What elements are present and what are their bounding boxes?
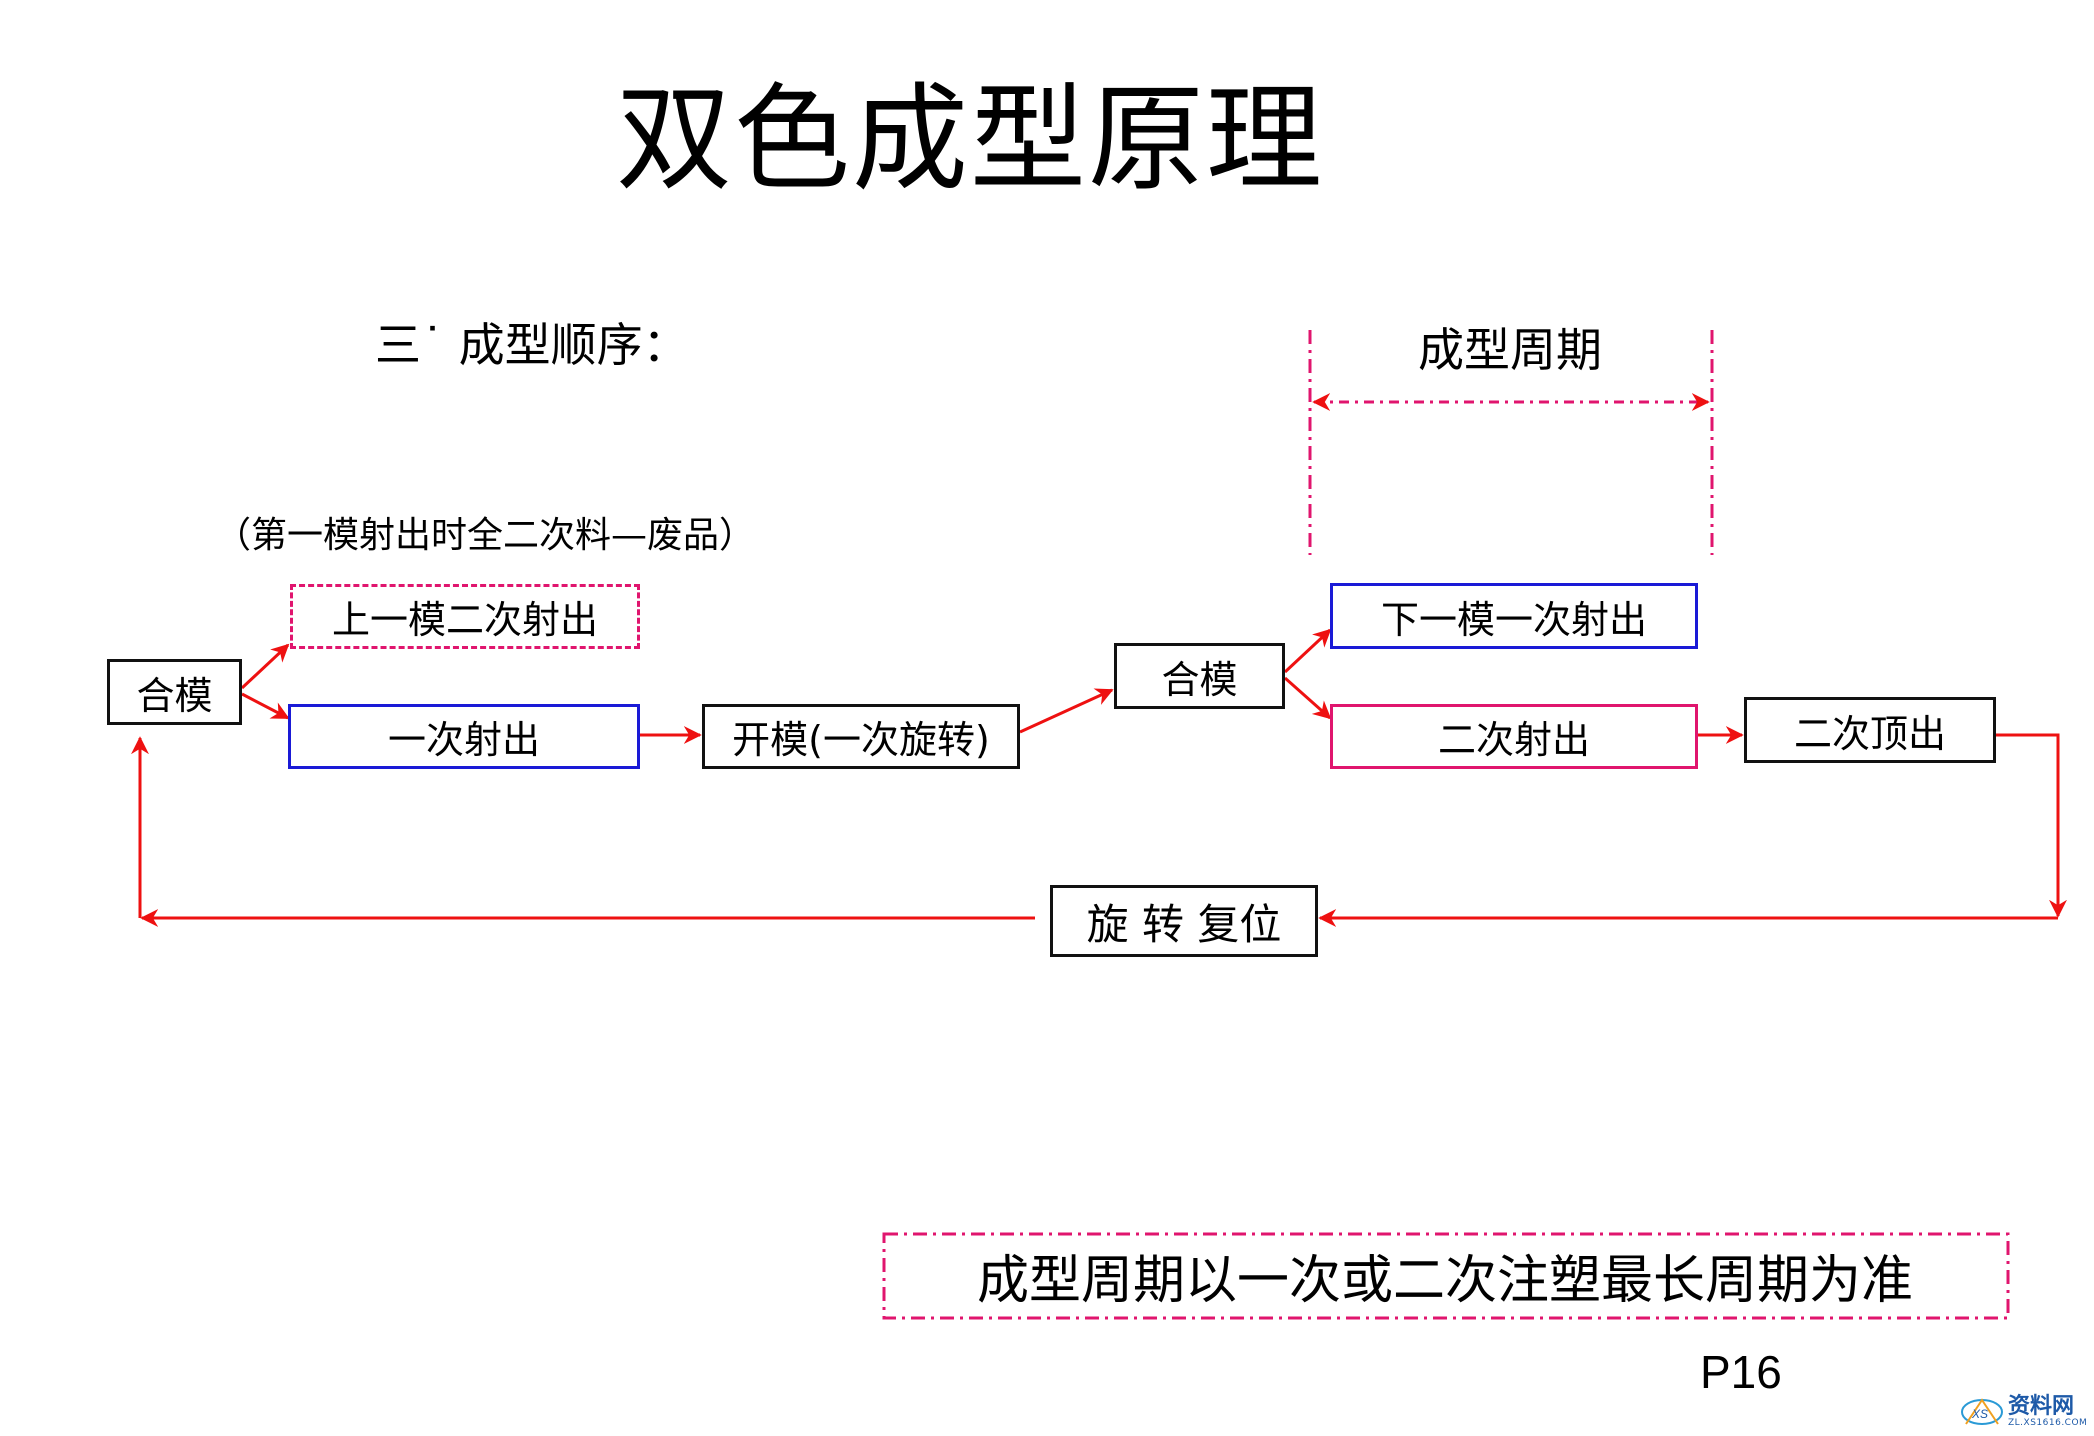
box-first-shot: 一次射出 [288,704,640,769]
arrow-to-second-shot [1284,676,1332,720]
cycle-label: 成型周期 [1418,323,1602,377]
arrow-eject-down [1995,733,2067,918]
page-number: P16 [1700,1346,1782,1398]
box-next-first-shot: 下一模一次射出 [1330,583,1698,649]
watermark-sub: ZL.XS1616.COM [2008,1418,2088,1428]
watermark-logo: XS 资料网 ZL.XS1616.COM [1960,1392,2088,1432]
box-open-mold-rotate: 开模(一次旋转) [702,704,1020,769]
watermark-mark-text: XS [1971,1407,1988,1421]
arrow-to-first-shot [241,692,290,720]
box-close-mold-2: 合模 [1114,643,1285,709]
page-title: 双色成型原理 [616,72,1324,207]
box-second-eject: 二次顶出 [1744,697,1996,763]
watermark-mark-icon: XS [1960,1394,2004,1430]
summary-note: 成型周期以一次或二次注塑最长周期为准 [976,1250,1913,1311]
arrow-to-next-first-shot [1283,628,1332,674]
section-heading: 三˙ 成型顺序： [375,318,689,372]
scrap-note: （第一模射出时全二次料—废品） [215,515,756,556]
watermark-name: 资料网 [2008,1394,2075,1419]
box-close-mold-1: 合模 [107,659,242,725]
arrow-to-prev-second-shot [240,643,290,690]
box-prev-second-shot: 上一模二次射出 [290,584,640,649]
box-second-shot: 二次射出 [1330,704,1698,769]
arrow-to-close-mold-2 [1019,688,1114,734]
box-rotate-reset: 旋 转 复位 [1050,885,1318,957]
